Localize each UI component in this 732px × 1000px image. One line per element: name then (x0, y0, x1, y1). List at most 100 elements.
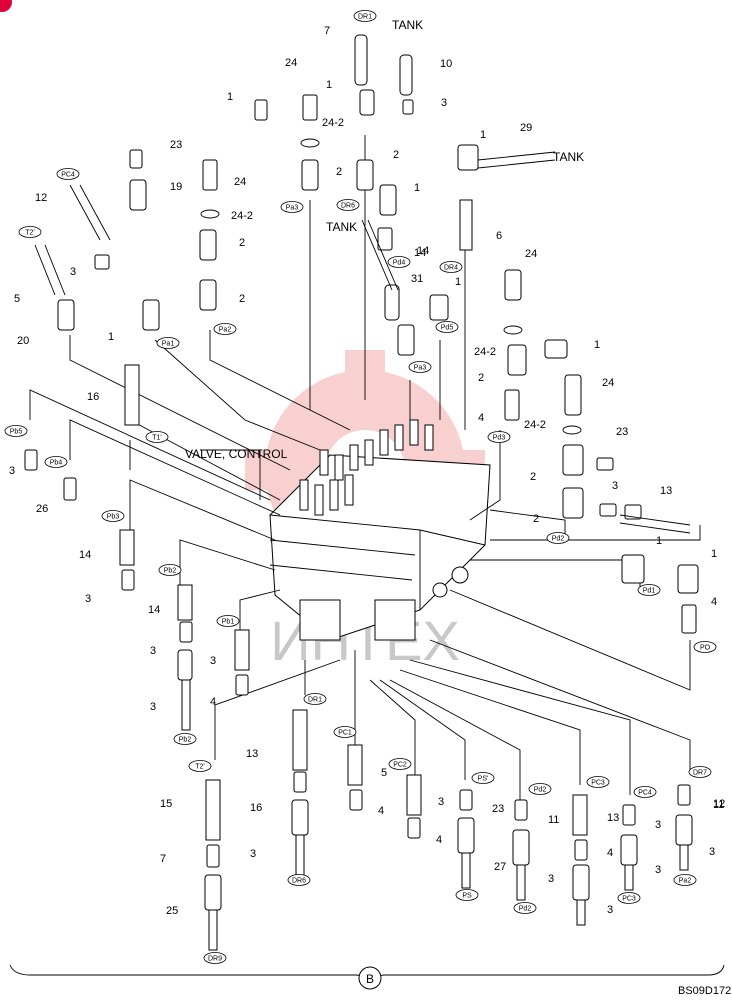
port-tag: DR4 (439, 261, 463, 273)
callout-number: 27 (494, 861, 506, 873)
port-tag-label: PO (700, 645, 711, 652)
callout-number: 16 (250, 802, 262, 814)
port-tag-label: DR9 (208, 956, 222, 963)
port-tag: Pd1 (637, 584, 661, 596)
port-tag-label: Pd3 (493, 435, 506, 442)
port-tag-oval (101, 510, 125, 522)
callout-number: 5 (381, 767, 387, 779)
port-tag-label: DR1 (358, 14, 372, 21)
tank-label-top: TANK (392, 18, 423, 32)
callout-number: 1 (711, 548, 717, 560)
port-tag-oval (353, 10, 377, 22)
callout-number: 16 (87, 391, 99, 403)
callout-number: 24-2 (474, 346, 496, 358)
port-tag-oval (173, 733, 197, 745)
port-tag: Pa1 (156, 337, 180, 349)
callout-number: 24 (234, 176, 246, 188)
callout-number: 4 (711, 596, 717, 608)
callout-number: 25 (166, 905, 178, 917)
port-tag-oval (439, 261, 463, 273)
port-tag-oval (586, 776, 610, 788)
port-tag-label: Pa2 (219, 327, 232, 334)
callout-number: 1 (594, 339, 600, 351)
port-tag-oval (145, 431, 169, 443)
port-tag-oval (44, 456, 68, 468)
port-tag-label: DR7 (693, 770, 707, 777)
callout-number: 10 (440, 58, 452, 70)
port-tag-label: Pd2 (552, 536, 565, 543)
callout-number: 2 (530, 471, 536, 483)
port-tag: DR7 (688, 766, 712, 778)
port-tag-label: DR4 (444, 265, 458, 272)
callout-number: 2 (533, 513, 539, 525)
callout-number: 1 (108, 331, 114, 343)
callout-number: 1 (656, 535, 662, 547)
callout-number: 6 (496, 230, 502, 242)
callout-number: 23 (492, 803, 504, 815)
port-tag-label: Pa1 (162, 341, 175, 348)
port-tag-oval (487, 431, 511, 443)
control-valve-body (269, 419, 491, 641)
section-bracket: B (9, 964, 725, 990)
port-tag: PC4 (56, 168, 80, 180)
callout-number: 14 (417, 245, 429, 257)
callout-number: 20 (17, 335, 29, 347)
callout-number: 24-2 (524, 419, 546, 431)
port-tag: DR6 (336, 199, 360, 211)
callout-number: 2 (478, 372, 484, 384)
port-tag: T2' (188, 760, 212, 772)
callout-number: 1 (227, 91, 233, 103)
port-tag: Pd2 (528, 783, 552, 795)
port-tag: PC2 (388, 758, 412, 770)
port-tag: Pd3 (487, 431, 511, 443)
port-tag-label: Pb2 (179, 737, 192, 744)
callout-number: 4 (436, 834, 442, 846)
section-marker: B (366, 972, 374, 986)
callout-number: 1 (480, 129, 486, 141)
port-tag: DR1 (353, 10, 377, 22)
callout-number: 3 (210, 655, 216, 667)
port-tag-oval (693, 641, 717, 653)
port-tag-label: PC3 (622, 896, 636, 903)
callout-number: 13 (246, 748, 258, 760)
port-tag-oval (156, 337, 180, 349)
port-tag-oval (688, 766, 712, 778)
port-tag: PS' (471, 772, 495, 784)
port-tag-label: Pd4 (393, 260, 406, 267)
callout-number: 2 (393, 149, 399, 161)
tank-label-middle: TANK (326, 220, 357, 234)
callout-number: 23 (616, 426, 628, 438)
port-tag-oval (303, 693, 327, 705)
callout-number: 26 (36, 503, 48, 515)
port-tag-label: PC2 (393, 762, 407, 769)
callout-number: 12 (713, 798, 725, 810)
port-tag-oval (471, 772, 495, 784)
port-tag-label: PC4 (638, 790, 652, 797)
port-tag: Pb2 (173, 733, 197, 745)
port-tag: PC1 (333, 726, 357, 738)
port-tag: Pa3 (280, 201, 304, 213)
port-tag: Pb3 (101, 510, 125, 522)
port-tag: PO (693, 641, 717, 653)
callout-number: 2 (239, 237, 245, 249)
port-tag: Pa3 (408, 361, 432, 373)
callout-number: 1 (414, 182, 420, 194)
callout-number: 4 (607, 847, 613, 859)
callout-number: 19 (170, 181, 182, 193)
port-tag-label: T1' (152, 435, 162, 442)
callout-numbers: 7 10 1 24 3 1 24-2 2 2 23 19 24 24-2 12 … (9, 25, 725, 917)
drawing-code: BS09D172 (678, 985, 731, 997)
port-tag-oval (513, 902, 537, 914)
port-tag: Pd4 (387, 256, 411, 268)
callout-number: 24 (602, 377, 614, 389)
port-tag-oval (280, 201, 304, 213)
callout-number: 3 (548, 873, 554, 885)
callout-number: 3 (441, 97, 447, 109)
callout-number: 7 (160, 853, 166, 865)
port-tag-label: Pb5 (10, 429, 23, 436)
callout-number: 13 (607, 812, 619, 824)
port-tag-oval (435, 321, 459, 333)
port-tag: PC3 (617, 892, 641, 904)
diagram-text: TANK TANK TANK VALVE, CONTROL BS09D172 (185, 18, 731, 997)
callout-number: 3 (655, 864, 661, 876)
